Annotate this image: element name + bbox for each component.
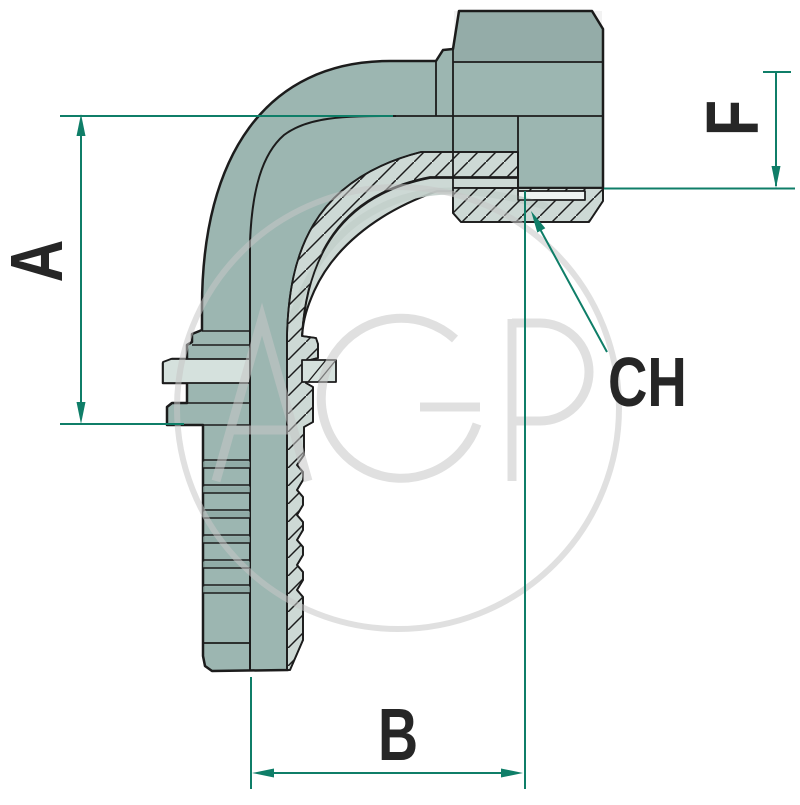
nut-section-outline xyxy=(452,187,604,223)
dimension-a-label: A xyxy=(0,240,79,283)
wall-outline xyxy=(286,151,519,671)
watermark-ring xyxy=(174,184,622,632)
arrow-b-left xyxy=(252,768,274,778)
dimension-f-label: F xyxy=(692,100,775,136)
dimension-b-label: B xyxy=(378,693,418,776)
nut-section-hatch xyxy=(453,188,603,222)
arrow-ch xyxy=(531,211,546,233)
barb-ridges xyxy=(187,330,250,644)
fitting-body xyxy=(161,9,605,673)
fitting xyxy=(161,9,605,673)
watermark-text-agp xyxy=(211,302,594,483)
dimension-labels: A B F CH xyxy=(0,100,775,776)
arrow-b-right xyxy=(501,768,523,778)
dimension-arrows xyxy=(76,114,781,778)
arrow-a-top xyxy=(76,114,86,136)
dimension-ch-label: CH xyxy=(608,344,687,422)
thread-slot-outline xyxy=(517,190,586,201)
dimension-ch-leader xyxy=(539,187,795,353)
nut-lines xyxy=(396,49,603,191)
dimension-a xyxy=(60,115,393,425)
nut-top-facet-shade xyxy=(454,11,602,62)
dimensions: A B F CH xyxy=(0,71,795,789)
dimension-b xyxy=(250,191,526,789)
arrow-f xyxy=(771,166,781,188)
arrow-a-bottom xyxy=(76,402,86,424)
watermark: AGP xyxy=(174,184,622,632)
